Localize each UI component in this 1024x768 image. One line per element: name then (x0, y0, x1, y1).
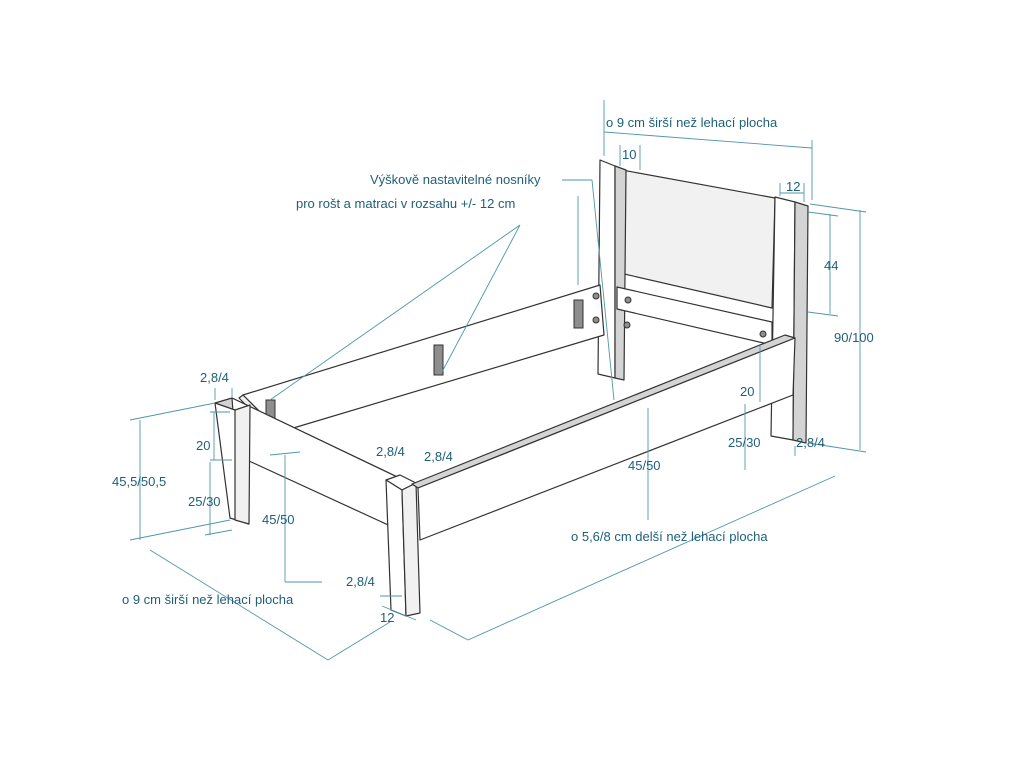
label-supports-line1: Výškově nastavitelné nosníky (370, 172, 541, 187)
footboard (214, 397, 421, 617)
foot-post-side (401, 482, 421, 617)
side-rail-bolt-bottom (592, 316, 600, 324)
label-foot-post-rail-b: 2,8/4 (424, 449, 453, 464)
foot-leg-left-side (234, 404, 251, 525)
headboard-post-left-side (614, 165, 627, 381)
headboard-post-right-side (792, 201, 809, 444)
dimension-lines (129, 100, 867, 661)
label-headboard-post-top: 10 (622, 147, 636, 162)
label-foot-leg-height: 25/30 (188, 494, 221, 509)
headboard-panel (619, 169, 776, 309)
label-foot-rail-thickness: 2,8/4 (200, 370, 229, 385)
label-head-rail-thickness: 2,8/4 (796, 435, 825, 450)
side-rail-left (238, 284, 605, 437)
label-head-leg-height: 25/30 (728, 435, 761, 450)
side-rail-right (411, 334, 796, 541)
label-foot-total-height: 45,5/50,5 (112, 474, 166, 489)
head-rail-bolt-right (759, 330, 767, 338)
label-foot-post-rail-a: 2,8/4 (376, 444, 405, 459)
label-foot-post-bottom-b: 12 (380, 610, 394, 625)
side-rail-left-face (242, 284, 605, 433)
label-side-rail-height: 20 (740, 384, 754, 399)
label-foot-rail-height: 20 (196, 438, 210, 453)
label-inner-leg-height-left: 45/50 (262, 512, 295, 527)
dimension-labels: o 9 cm širší než lehací plocha 10 12 44 … (112, 115, 874, 625)
head-rail-bolt-left-2 (623, 321, 631, 329)
support-bracket-3 (573, 299, 584, 329)
label-headboard-post-side: 12 (786, 179, 800, 194)
side-rail-right-face (417, 337, 796, 541)
support-bracket-2 (433, 344, 444, 376)
label-inner-leg-height-right: 45/50 (628, 458, 661, 473)
label-headboard-panel-height: 44 (824, 258, 838, 273)
label-headboard-width: o 9 cm širší než lehací plocha (606, 115, 778, 130)
label-foot-width: o 9 cm širší než lehací plocha (122, 592, 294, 607)
label-foot-post-bottom-a: 2,8/4 (346, 574, 375, 589)
side-rail-bolt-top (592, 292, 600, 300)
head-rail-bolt-left (624, 296, 632, 304)
label-headboard-total-height: 90/100 (834, 330, 874, 345)
label-length: o 5,6/8 cm delší než lehací plocha (571, 529, 768, 544)
headboard-post-right (770, 196, 796, 441)
label-supports-line2: pro rošt a matraci v rozsahu +/- 12 cm (296, 196, 515, 211)
